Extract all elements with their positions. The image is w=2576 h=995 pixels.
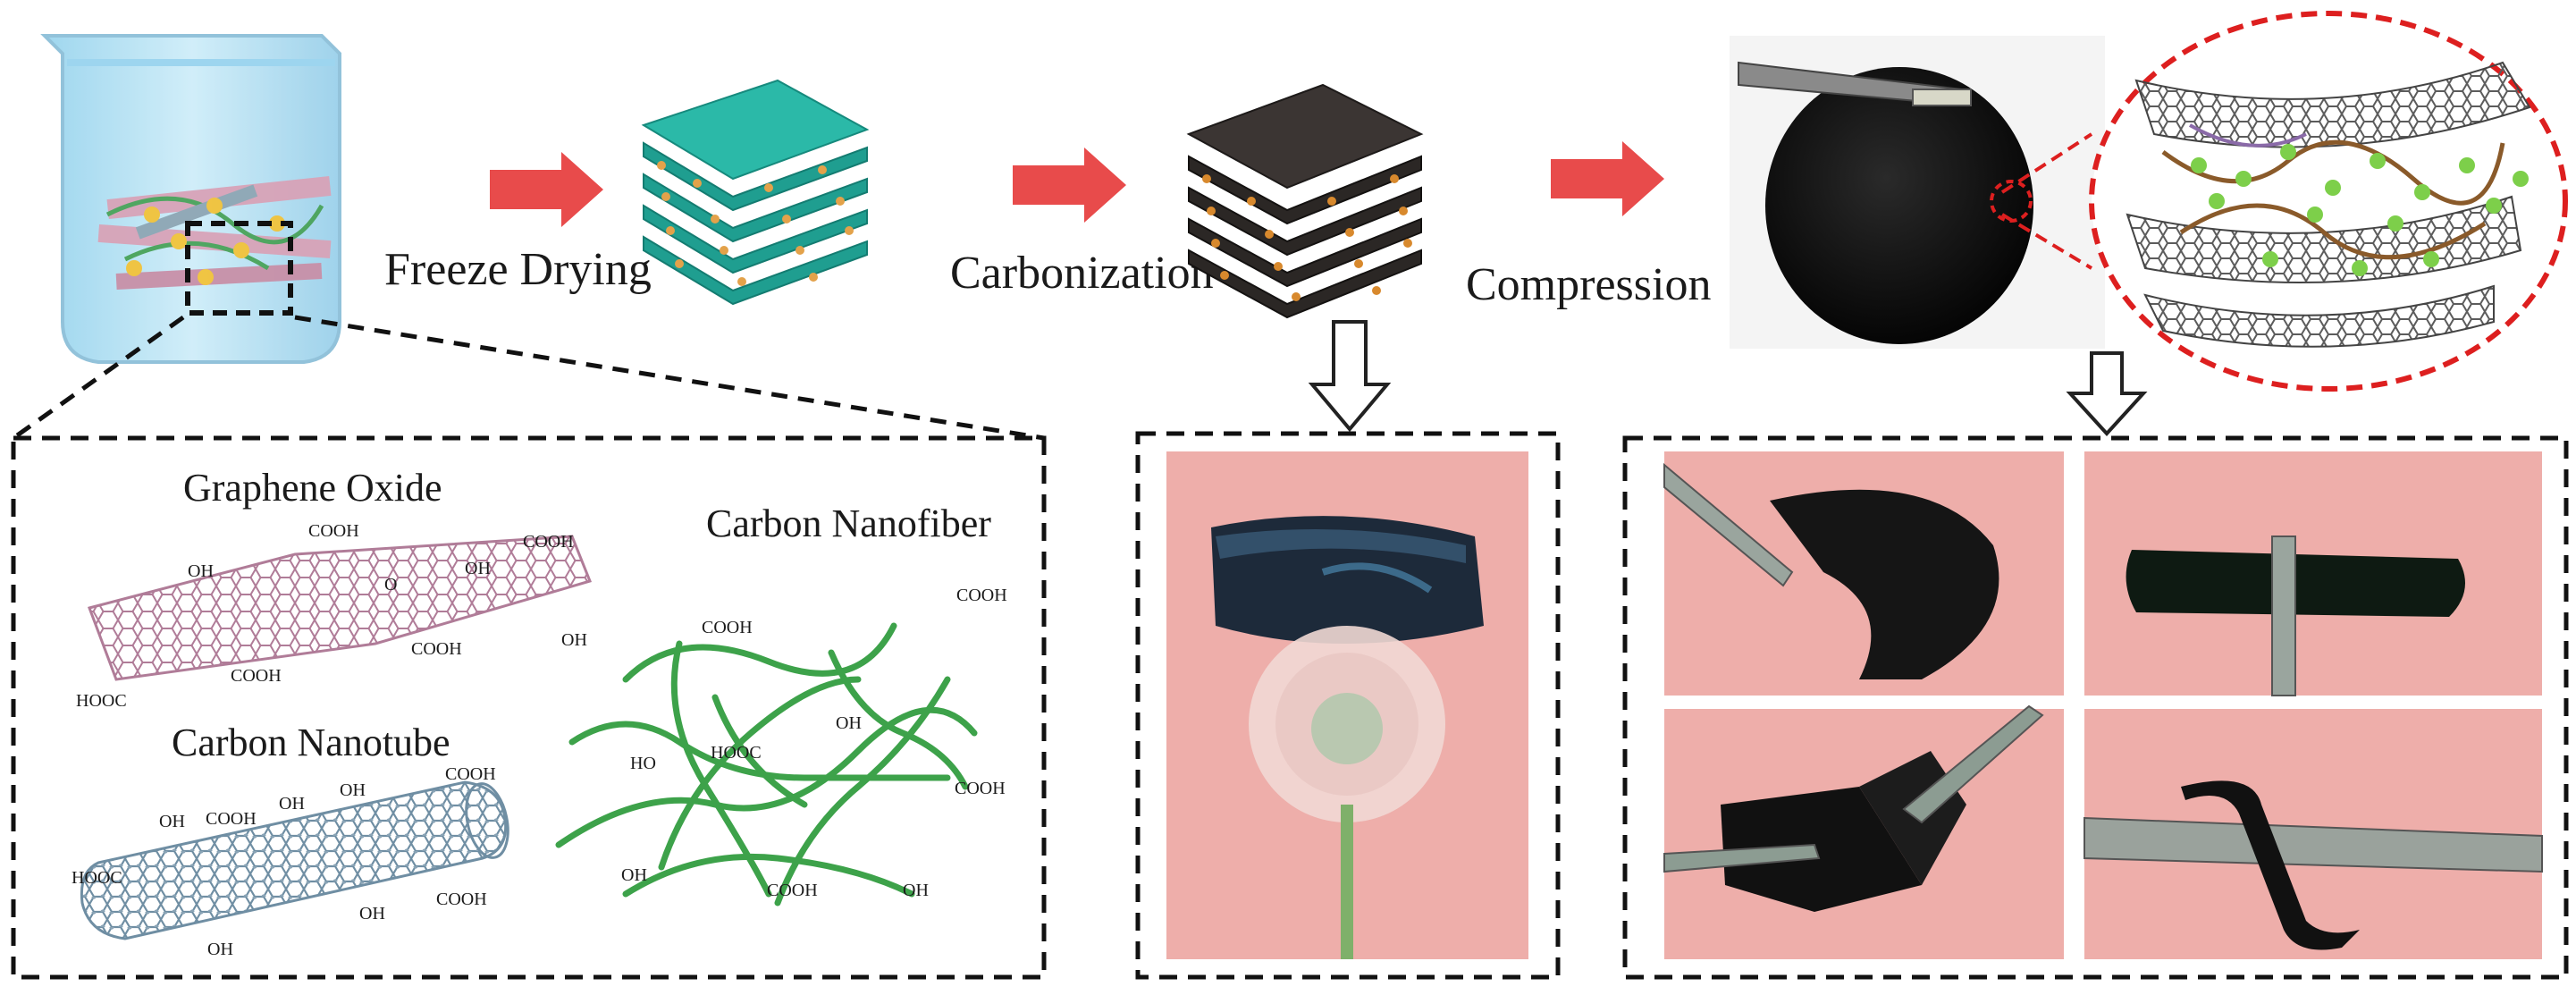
- go-label-cooh-4: COOH: [411, 639, 462, 659]
- carbon-aerogel-block: [1211, 516, 1484, 644]
- raw-materials-panel: [11, 435, 1047, 980]
- flex-photo-rolled: [1663, 451, 2064, 696]
- process-arrow-3: [1551, 141, 1664, 216]
- cnt-label-cooh-3: COOH: [436, 890, 487, 909]
- dandelion-stem: [1341, 805, 1353, 959]
- cnf-label-cooh-4: COOH: [767, 881, 818, 900]
- down-arrow-carbon: [1308, 320, 1392, 433]
- go-label-cooh-2: COOH: [523, 532, 574, 552]
- cnf-label-ho: HO: [630, 754, 656, 773]
- step-label-carbonization: Carbonization: [950, 248, 1214, 299]
- carbon-nanofiber-strands: [555, 622, 978, 906]
- aerogel-stack-teal: [641, 79, 870, 306]
- aerogel-dandelion-panel: [1135, 431, 1561, 980]
- cnt-label-oh-3: OH: [340, 780, 366, 800]
- aerogel-stack-carbonized: [1186, 83, 1424, 319]
- beaker-zoom-box: [185, 221, 293, 316]
- cnt-label-cooh-2: COOH: [206, 809, 257, 829]
- carbon-nanotube: [80, 780, 509, 940]
- cnf-label-oh-2: OH: [621, 865, 647, 885]
- cnt-label-oh-5: OH: [207, 940, 233, 959]
- go-label-o: O: [384, 575, 397, 594]
- cnt-label-oh-4: OH: [359, 904, 385, 923]
- graphene-oxide-title: Graphene Oxide: [183, 466, 442, 510]
- zoom-line-lower: [2000, 213, 2093, 270]
- cnf-label-cooh-3: COOH: [955, 779, 1006, 798]
- callout-line-left: [12, 315, 185, 441]
- cnf-label-hooc: HOOC: [711, 743, 762, 763]
- cnf-label-oh-1: OH: [836, 713, 862, 733]
- flex-photo-folded: [1663, 704, 2064, 959]
- cnf-label-oh-3: OH: [903, 881, 929, 900]
- go-label-cooh-3: COOH: [231, 666, 282, 686]
- beaker-mixture: [97, 175, 332, 291]
- process-arrow-1: [490, 152, 603, 227]
- dandelion-head: [1249, 626, 1445, 822]
- molecular-zoom-ellipse: [2089, 11, 2568, 392]
- go-label-oh-1: OH: [188, 561, 214, 581]
- go-label-oh-2: OH: [465, 559, 491, 578]
- step-label-freeze-drying: Freeze Drying: [384, 244, 652, 295]
- flexibility-panel: [1622, 435, 2569, 980]
- aerogel-on-dandelion-photo: [1166, 451, 1528, 959]
- flex-photo-bent-strip: [2084, 451, 2542, 696]
- flex-photo-twisted: [2084, 709, 2543, 959]
- beaker-illustration: [40, 34, 341, 364]
- step-label-compression: Compression: [1466, 259, 1711, 310]
- go-label-hooc: HOOC: [76, 691, 127, 711]
- graphene-oxide-sheet: [88, 535, 593, 681]
- compressed-disc-photo: [1730, 36, 2105, 349]
- tweezer-icon: [1738, 61, 1972, 107]
- cnt-label-hooc: HOOC: [72, 868, 122, 888]
- go-label-cooh-1: COOH: [308, 521, 359, 541]
- cnt-label-cooh-1: COOH: [445, 764, 496, 784]
- callout-line-right: [294, 315, 1045, 441]
- cnt-label-oh-1: OH: [159, 812, 185, 831]
- cnf-label-cooh-1: COOH: [956, 586, 1007, 605]
- cnt-label-oh-2: OH: [279, 794, 305, 814]
- cnf-label-cooh-2: COOH: [702, 618, 753, 637]
- process-arrow-2: [1013, 148, 1126, 223]
- carbon-nanofiber-title: Carbon Nanofiber: [706, 502, 991, 545]
- go-label-oh-3: OH: [561, 630, 587, 650]
- carbon-nanotube-title: Carbon Nanotube: [172, 721, 450, 764]
- down-arrow-compression: [2066, 351, 2148, 436]
- zoom-line: [2000, 132, 2093, 194]
